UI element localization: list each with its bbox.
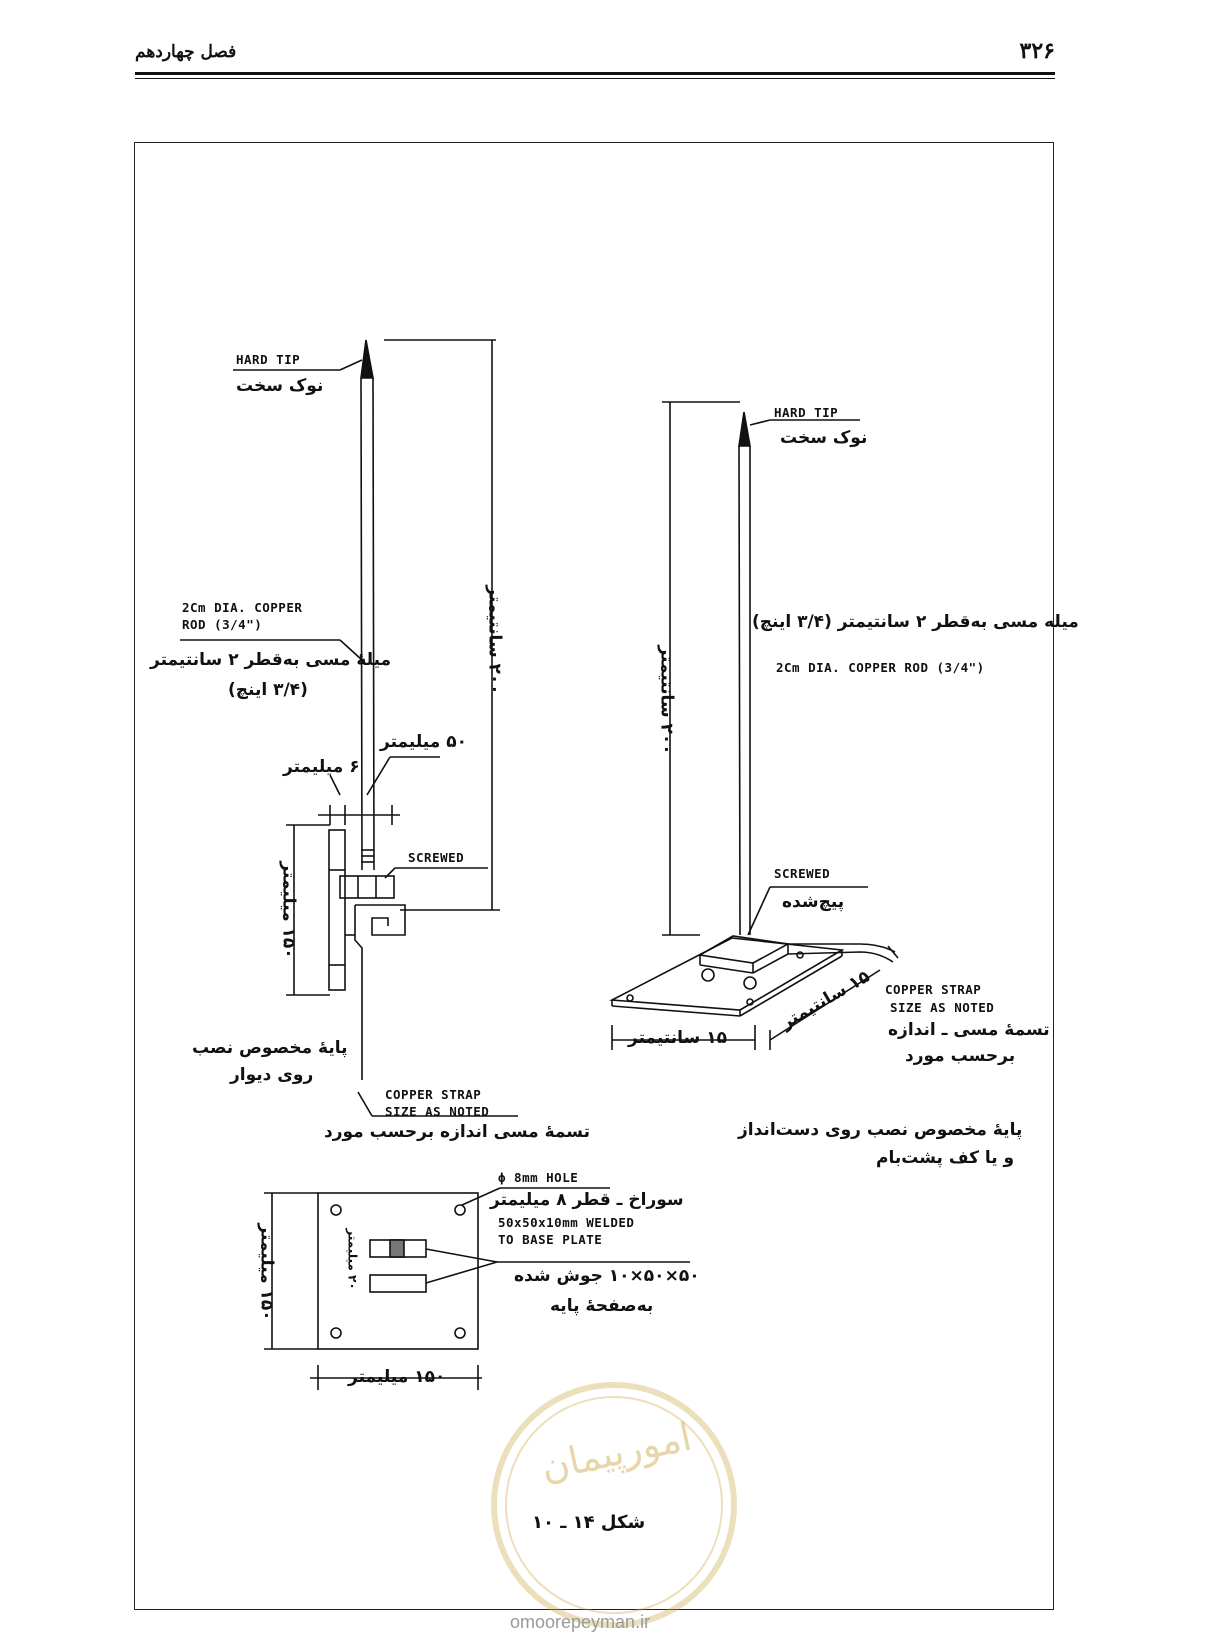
plate-dim-150-v: ۱۵۰ میلیمتر (256, 1223, 277, 1321)
chapter-title: فصل چهاردهم (135, 42, 237, 62)
page-number: ۳۲۶ (1019, 38, 1055, 64)
left-rod-fa-2: (۳/۴ اینچ) (228, 680, 308, 700)
left-dim-150: ۱۵۰ میلیمتر (278, 861, 299, 959)
figure-frame (134, 142, 1054, 1610)
plate-hole-fa: سوراخ ـ قطر ۸ میلیمتر (490, 1190, 684, 1210)
watermark-stamp (491, 1382, 737, 1628)
figure-caption: شکل ۱۴ ـ ۱۰ (532, 1512, 646, 1533)
left-dim-6: ۶ میلیمتر (283, 757, 360, 777)
right-base-fa-2: و یا کف پشت‌بام (876, 1148, 1015, 1168)
right-hard-tip-fa: نوک سخت (780, 428, 868, 448)
right-hard-tip-en: HARD TIP (774, 405, 839, 420)
header-rule-thin (135, 78, 1055, 79)
plate-weld-en-2: TO BASE PLATE (498, 1232, 603, 1247)
left-hard-tip-en: HARD TIP (236, 352, 301, 367)
plate-dim-150-h: ۱۵۰ میلیمتر (348, 1367, 446, 1387)
left-hard-tip-fa: نوک سخت (236, 376, 324, 396)
header-rule (135, 72, 1055, 75)
right-dim-15-a: ۱۵ سانتیمتر (628, 1028, 727, 1048)
left-height-dim: ۲۰۰ سانتیمتر (484, 585, 505, 695)
left-screwed-en: SCREWED (408, 850, 465, 865)
base-plate-drawing (264, 1187, 690, 1390)
plate-weld-fa-1: ۵۰×۵۰×۱۰ جوش شده (514, 1266, 700, 1286)
plate-weld-fa-2: به‌صفحهٔ پایه (550, 1296, 654, 1316)
left-base-fa-1: پایهٔ مخصوص نصب (192, 1038, 348, 1058)
left-rod-drawing (180, 339, 518, 1117)
plate-dim-20: ۲۰ میلیمتر (345, 1228, 360, 1290)
right-strap-fa-2: برحسب مورد (905, 1046, 1016, 1066)
right-base-fa-1: پایهٔ مخصوص نصب روی دست‌انداز (738, 1120, 1023, 1140)
right-strap-en-1: COPPER STRAP (885, 982, 982, 997)
right-screwed-fa: پیچ‌شده (782, 892, 845, 912)
watermark-url: omoorepeyman.ir (510, 1612, 651, 1632)
plate-hole-en: ϕ 8mm HOLE (498, 1170, 579, 1185)
left-dim-50: ۵۰ میلیمتر (380, 732, 467, 752)
left-base-fa-2: روی دیوار (230, 1065, 314, 1085)
left-rod-en-1: 2Cm DIA. COPPER (182, 600, 303, 615)
plate-weld-en-1: 50x50x10mm WELDED (498, 1215, 635, 1230)
right-rod-fa: میله مسی به‌قطر ۲ سانتیمتر (۳/۴ اینچ) (752, 612, 1079, 632)
left-strap-en-2: SIZE AS NOTED (385, 1104, 490, 1119)
right-screwed-en: SCREWED (774, 866, 831, 881)
left-strap-en-1: COPPER STRAP (385, 1087, 482, 1102)
right-strap-en-2: SIZE AS NOTED (890, 1000, 995, 1015)
page-header: ۳۲۶ فصل چهاردهم (135, 38, 1055, 78)
right-rod-drawing (609, 401, 899, 1050)
left-rod-en-2: ROD (3/4") (182, 617, 263, 632)
right-strap-fa-1: تسمهٔ مسی ـ اندازه (888, 1020, 1050, 1040)
left-strap-fa: تسمهٔ مسی اندازه برحسب مورد (324, 1122, 590, 1142)
right-height-dim: ۲۰۰ سانتیمتر (656, 645, 677, 755)
right-rod-en: 2Cm DIA. COPPER ROD (3/4") (776, 660, 985, 675)
left-rod-fa-1: میلهٔ مسی به‌قطر ۲ سانتیمتر (150, 650, 392, 670)
